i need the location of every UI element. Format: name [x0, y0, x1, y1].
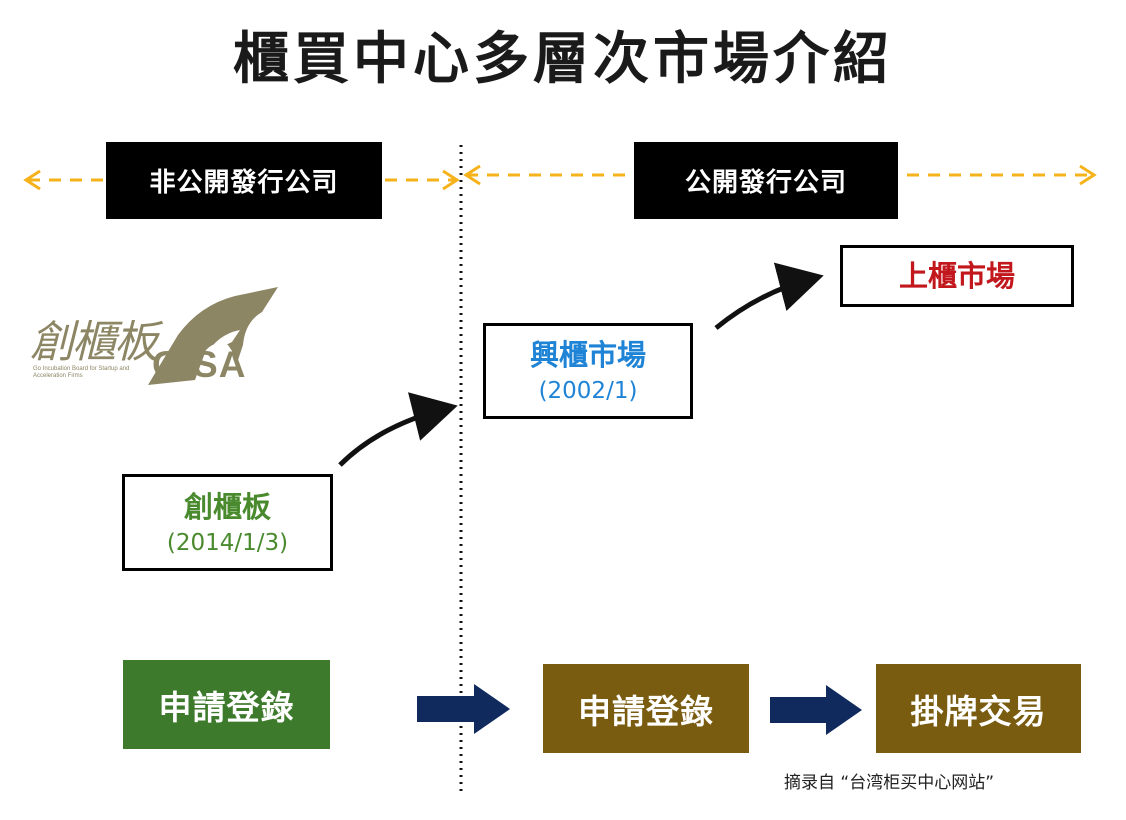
private-company-label: 非公開發行公司	[106, 142, 382, 219]
navy-arrow-1	[417, 684, 510, 734]
register-step-green: 申請登錄	[123, 660, 330, 749]
gisa-logo-chinese: 創櫃板	[30, 317, 158, 368]
register-step-brown: 申請登錄	[543, 664, 749, 753]
curve-arrow-emerging-to-otc	[714, 262, 824, 330]
gisa-logo-graphic	[148, 287, 278, 385]
public-company-label: 公開發行公司	[634, 142, 898, 219]
public-scope-arrow	[463, 164, 1097, 186]
gisa-board-box: 創櫃板 (2014/1/3)	[122, 474, 333, 571]
source-note: 摘录自 “台湾柜买中心网站”	[784, 773, 995, 793]
gisa-logo-tagline: Go Incubation Board for Startup and Acce…	[33, 366, 130, 379]
emerging-market-date: (2002/1)	[538, 378, 638, 404]
emerging-market-name: 興櫃市場	[529, 338, 646, 372]
gisa-board-date: (2014/1/3)	[166, 529, 289, 556]
otc-market-name: 上櫃市場	[898, 259, 1015, 293]
emerging-market-box: 興櫃市場 (2002/1)	[483, 323, 693, 419]
curve-arrow-gisa-to-emerging	[338, 392, 458, 467]
otc-market-box: 上櫃市場	[840, 245, 1074, 307]
page-title: 櫃買中心多層次市場介紹	[233, 27, 893, 92]
gisa-board-name: 創櫃板	[183, 489, 271, 524]
navy-arrow-2	[770, 685, 862, 735]
gisa-logo-text: GISA	[152, 344, 247, 385]
listing-trading-step: 掛牌交易	[876, 664, 1081, 753]
